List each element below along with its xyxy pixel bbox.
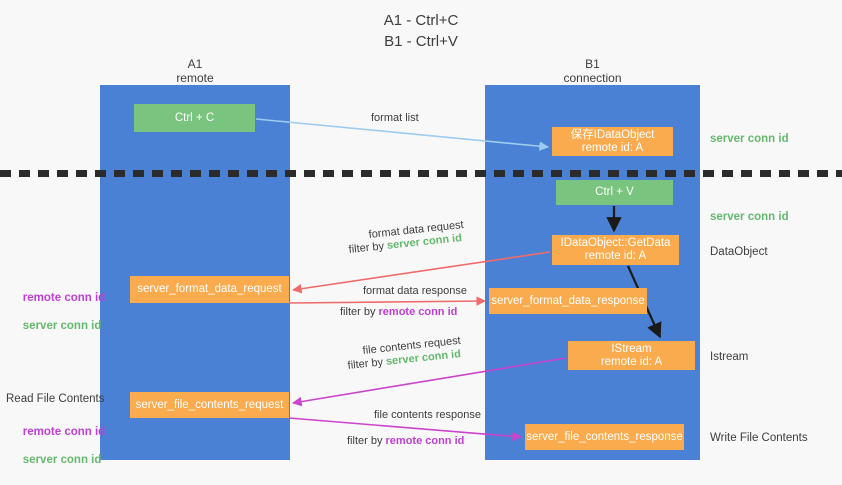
node-server-file-contents-response[interactable]: server_file_contents_response [525,424,684,450]
annotation-conn-ids-format: remote conn id server conn id [10,277,105,347]
node-idataobject-getdata[interactable]: IDataObject::GetData remote id: A [552,235,679,265]
annotation-write-file-contents: Write File Contents [710,432,808,444]
annotation-server-conn-id-top: server conn id [710,133,789,145]
node-ctrl-c[interactable]: Ctrl + C [134,104,255,132]
edge-label-format-data-response: format data response [363,285,467,297]
annotation-istream: Istream [710,351,749,363]
annotation-conn-ids-file: remote conn id server conn id [10,411,105,481]
filter-value-remote-conn-id: remote conn id [378,306,458,318]
filter-prefix: filter by [348,239,388,256]
annotation-read-file-contents: Read File Contents [6,393,105,405]
node-istream[interactable]: IStream remote id: A [568,341,695,370]
phase-divider [0,170,842,177]
filter-prefix: filter by [347,355,387,372]
filter-value-remote-conn-id: remote conn id [385,435,465,447]
filter-prefix: filter by [347,435,386,447]
edge-format-data-response [288,296,486,306]
column-header-b1: B1 connection [563,57,622,85]
annotation-server-conn-id-1: server conn id [22,320,102,332]
annotation-remote-conn-id-1: remote conn id [22,292,106,304]
node-idataobject[interactable]: 保存IDataObject remote id: A [552,127,673,156]
edge-label-file-contents-response: file contents response [374,409,482,421]
annotation-dataobject: DataObject [710,246,768,258]
filter-prefix: filter by [340,306,379,318]
edge-label-format-data-response-filter: filter by remote conn id [340,305,457,319]
node-server-format-data-response[interactable]: server_format_data_response [489,288,647,314]
edge-label-file-contents-response-filter: filter by remote conn id [347,434,464,448]
annotation-server-conn-id-mid: server conn id [710,211,789,223]
page-title: A1 - Ctrl+C B1 - Ctrl+V [383,12,459,50]
node-server-file-contents-request[interactable]: server_file_contents_request [130,392,289,418]
edge-label-format-list: format list [371,112,419,124]
column-header-a1: A1 remote [176,57,214,85]
annotation-server-conn-id-2: server conn id [22,454,102,466]
annotation-remote-conn-id-2: remote conn id [22,426,106,438]
node-ctrl-v[interactable]: Ctrl + V [556,180,673,205]
node-server-format-data-request[interactable]: server_format_data_request [130,276,289,303]
